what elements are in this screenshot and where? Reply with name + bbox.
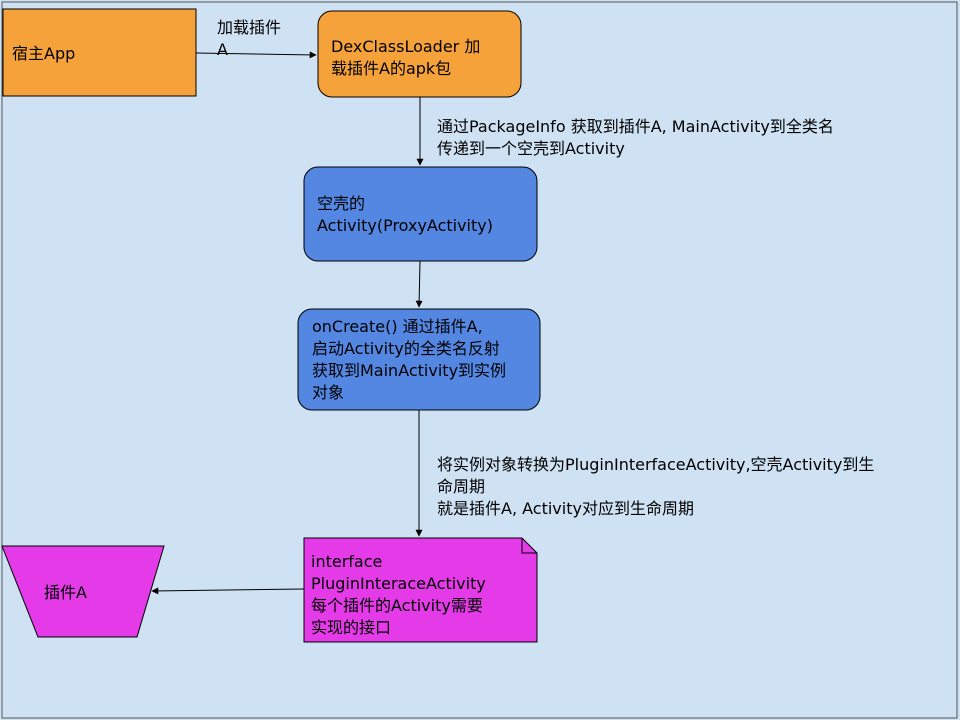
- edge-interface-to-plugin-arrow: [151, 587, 305, 595]
- edge-convert-label: 将实例对象转换为PluginInterfaceActivity,空壳Activi…: [437, 455, 875, 518]
- plugin-a-label: 插件A: [44, 583, 87, 602]
- proxy-activity-label: 空壳的 Activity(ProxyActivity): [317, 194, 493, 235]
- plugin-interface-node: [303, 537, 538, 643]
- edge-package-info-label: 通过PackageInfo 获取到插件A, MainActivity到全类名 传…: [437, 117, 834, 158]
- dex-loader-label: DexClassLoader 加 载插件A的apk包: [331, 37, 481, 78]
- edge-load-plugin-label: 加载插件 A: [217, 18, 282, 59]
- edge-load-plugin-arrow: [195, 51, 317, 59]
- plugin-interface-label: interface PluginInteraceActivity 每个插件的Ac…: [311, 552, 486, 637]
- plugin-interface-fold: [521, 538, 537, 554]
- host-app-label: 宿主App: [12, 44, 76, 63]
- proxy-activity-node: [303, 166, 538, 262]
- on-create-label: onCreate() 通过插件A, 启动Activity的全类名反射 获取到Ma…: [312, 317, 507, 402]
- edge-proxy-to-oncreate-arrow: [415, 260, 423, 308]
- plugin-a-node: [1, 545, 165, 638]
- host-app-node: [2, 8, 197, 97]
